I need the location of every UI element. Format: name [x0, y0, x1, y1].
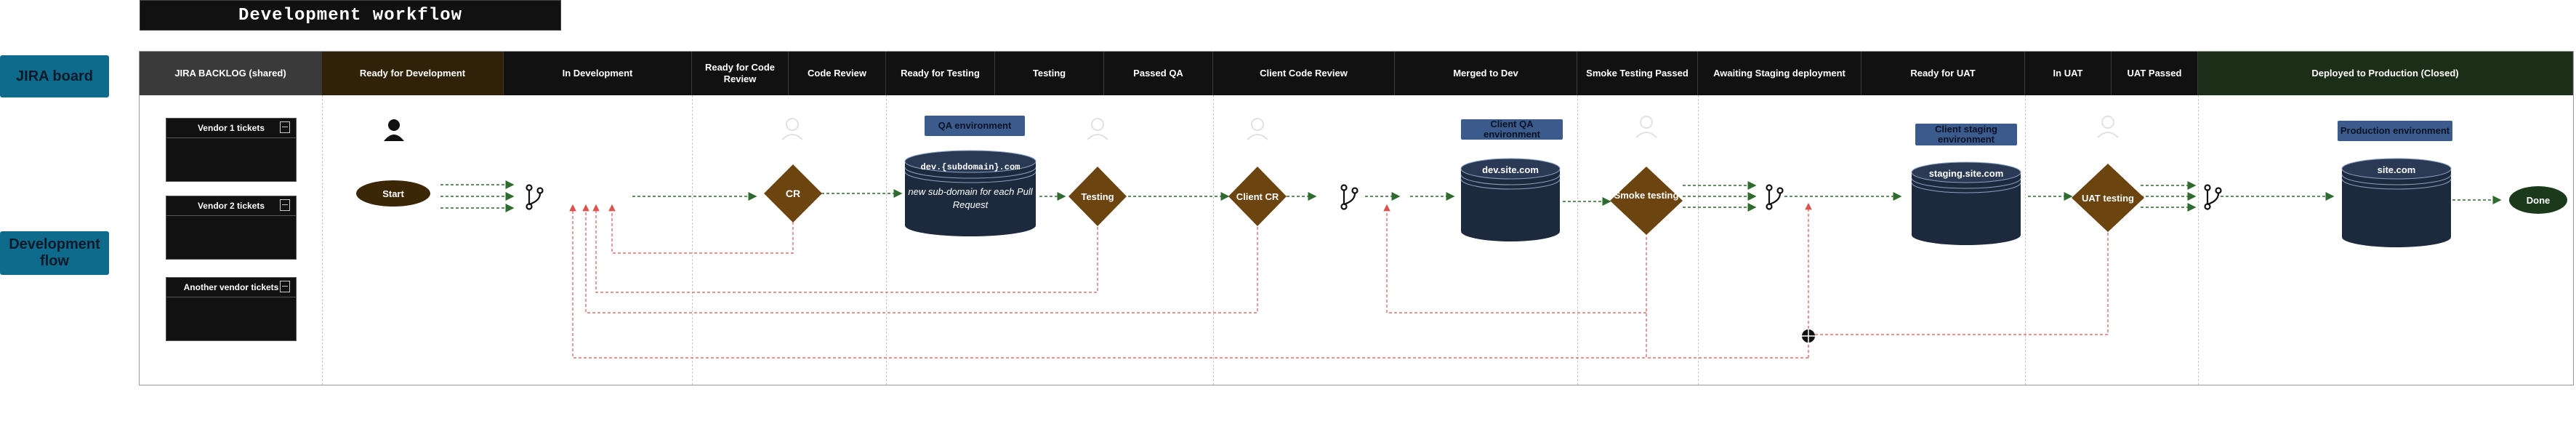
column-ready-for-testing: Ready for Testing [886, 52, 995, 95]
start-node-label: Start [382, 188, 404, 199]
lane-divider [1698, 95, 1699, 385]
dev-database [1460, 158, 1561, 241]
lane-divider [2025, 95, 2026, 385]
smoke-testing-decision-node [1610, 167, 1683, 235]
column-ready-for-development: Ready for Development [322, 52, 504, 95]
vendor-1-label: Vendor 1 tickets [166, 119, 296, 138]
lane-divider [1213, 95, 1214, 385]
qa-database [904, 150, 1037, 236]
qa-database-note-wrap: new sub-domain for each Pull Request [908, 186, 1033, 210]
qa-database-note: new sub-domain for each Pull Request [908, 186, 1033, 210]
ticket-icon [280, 199, 290, 211]
qa-database-label: dev.{subdomain}.com [921, 162, 1021, 172]
client-staging-environment-tag: Client staging environment [1915, 124, 2017, 145]
workflow-board: JIRA BACKLOG (shared) Ready for Developm… [139, 51, 2574, 385]
person-icon [1251, 118, 1264, 131]
vendor-2-label: Vendor 2 tickets [166, 196, 296, 216]
column-ready-for-code-review: Ready for Code Review [692, 52, 789, 95]
git-branch-icon [1340, 184, 1359, 210]
column-in-development: In Development [504, 52, 692, 95]
vendor-3-label: Another vendor tickets [166, 278, 296, 297]
done-node [2509, 186, 2567, 214]
testing-decision-label: Testing [1081, 191, 1114, 202]
staging-database [1911, 161, 2021, 245]
lane-divider [322, 95, 323, 385]
column-code-review: Code Review [789, 52, 886, 95]
qa-environment-tag: QA environment [925, 116, 1025, 136]
git-branch-icon [2204, 184, 2222, 210]
lane-divider [886, 95, 887, 385]
cr-decision-node [764, 164, 822, 223]
production-database [2341, 158, 2452, 247]
column-awaiting-staging-deployment: Awaiting Staging deployment [1698, 52, 1861, 95]
git-branch-icon [1766, 184, 1784, 210]
person-icon [2097, 132, 2119, 138]
column-uat-passed: UAT Passed [2112, 52, 2198, 95]
page-title: Development workflow [140, 0, 561, 31]
cr-decision-label: CR [786, 188, 800, 199]
client-cr-decision-node [1228, 167, 1287, 226]
uat-testing-decision-node [2072, 164, 2144, 232]
production-environment-tag: Production environment [2338, 121, 2452, 141]
column-in-uat: In UAT [2025, 52, 2112, 95]
vendor-2-tickets: Vendor 2 tickets [166, 196, 297, 260]
column-ready-for-uat: Ready for UAT [1861, 52, 2025, 95]
start-node [356, 180, 430, 207]
git-branch-icon [526, 184, 544, 210]
smoke-testing-decision-label: Smoke testing [1614, 190, 1679, 201]
person-icon [1091, 118, 1104, 131]
column-testing: Testing [995, 52, 1104, 95]
vendor-1-tickets: Vendor 1 tickets [166, 118, 297, 182]
development-flow-label: Development flow [0, 231, 109, 275]
vendor-3-tickets: Another vendor tickets [166, 277, 297, 341]
ticket-icon [280, 121, 290, 133]
developer-person-icon [384, 119, 404, 141]
dev-database-label: dev.site.com [1482, 164, 1539, 175]
person-icon [1635, 132, 1657, 138]
lane-divider [2198, 95, 2199, 385]
person-icon [2101, 116, 2114, 129]
person-icon [786, 118, 799, 131]
testing-decision-node [1068, 167, 1127, 226]
production-database-label: site.com [2378, 164, 2416, 175]
jira-board-label: JIRA board [0, 55, 109, 97]
junction-marker [1802, 329, 1815, 343]
lane-divider [692, 95, 693, 385]
client-cr-decision-label: Client CR [1236, 191, 1279, 202]
staging-database-label: staging.site.com [1929, 168, 2004, 179]
column-passed-qa: Passed QA [1104, 52, 1213, 95]
client-qa-environment-tag: Client QA environment [1461, 119, 1563, 140]
person-icon [1247, 134, 1268, 140]
column-jira-backlog: JIRA BACKLOG (shared) [140, 52, 322, 95]
column-deployed-to-production: Deployed to Production (Closed) [2198, 52, 2573, 95]
column-client-code-review: Client Code Review [1213, 52, 1395, 95]
lane-divider [1577, 95, 1578, 385]
done-node-label: Done [2527, 195, 2551, 206]
smoke-testing-line: Smoke testing [1614, 190, 1679, 201]
person-icon [1640, 116, 1653, 129]
uat-testing-decision-label: UAT testing [2082, 193, 2134, 204]
person-icon [781, 134, 803, 140]
person-icon [1087, 134, 1108, 140]
column-smoke-testing-passed: Smoke Testing Passed [1577, 52, 1698, 95]
ticket-icon [280, 281, 290, 292]
column-merged-to-dev: Merged to Dev [1395, 52, 1577, 95]
